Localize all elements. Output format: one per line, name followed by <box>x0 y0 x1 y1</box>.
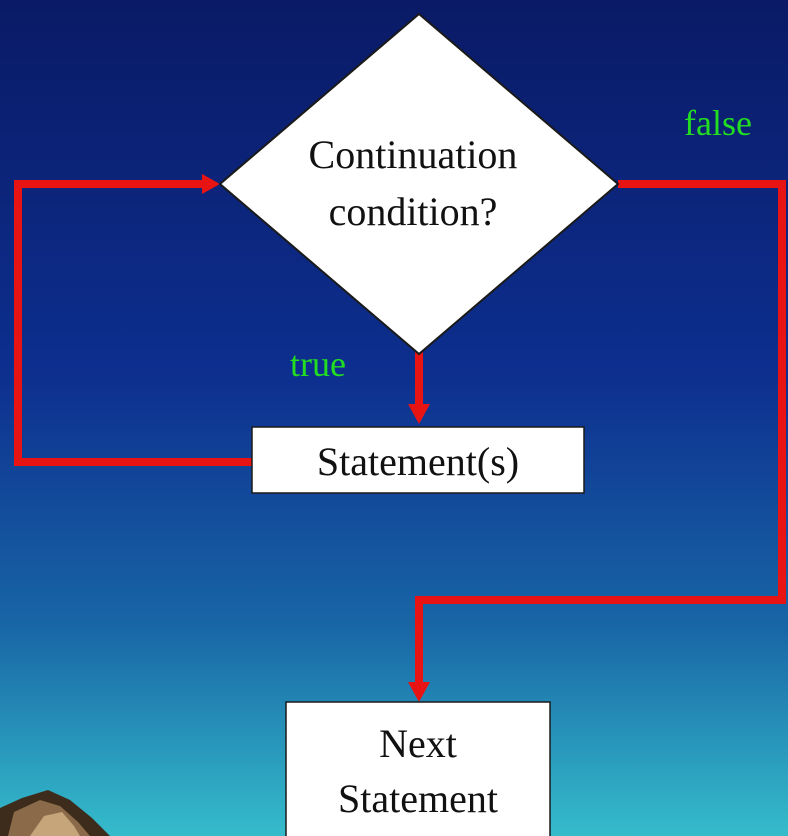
rock-decoration <box>0 790 110 836</box>
true-arrowhead <box>408 404 430 424</box>
loop-back-arrowhead <box>202 174 220 194</box>
loop-back-connector <box>14 174 252 466</box>
next-statement-box <box>285 701 551 836</box>
false-arrowhead <box>408 682 430 702</box>
true-label: true <box>290 344 346 384</box>
next-statement-node: Next Statement <box>285 701 551 836</box>
condition-text-line2: condition? <box>329 189 498 234</box>
next-statement-text-line1: Next <box>379 721 457 766</box>
statement-text: Statement(s) <box>317 439 519 484</box>
next-statement-text-line2: Statement <box>338 776 498 821</box>
false-connector <box>408 180 786 702</box>
condition-node: Continuation condition? <box>218 12 620 356</box>
statement-node: Statement(s) <box>251 426 585 494</box>
false-label: false <box>684 103 752 143</box>
true-connector <box>408 352 430 424</box>
condition-text-line1: Continuation <box>309 132 518 177</box>
statement-box <box>251 426 585 494</box>
condition-diamond <box>218 12 620 356</box>
